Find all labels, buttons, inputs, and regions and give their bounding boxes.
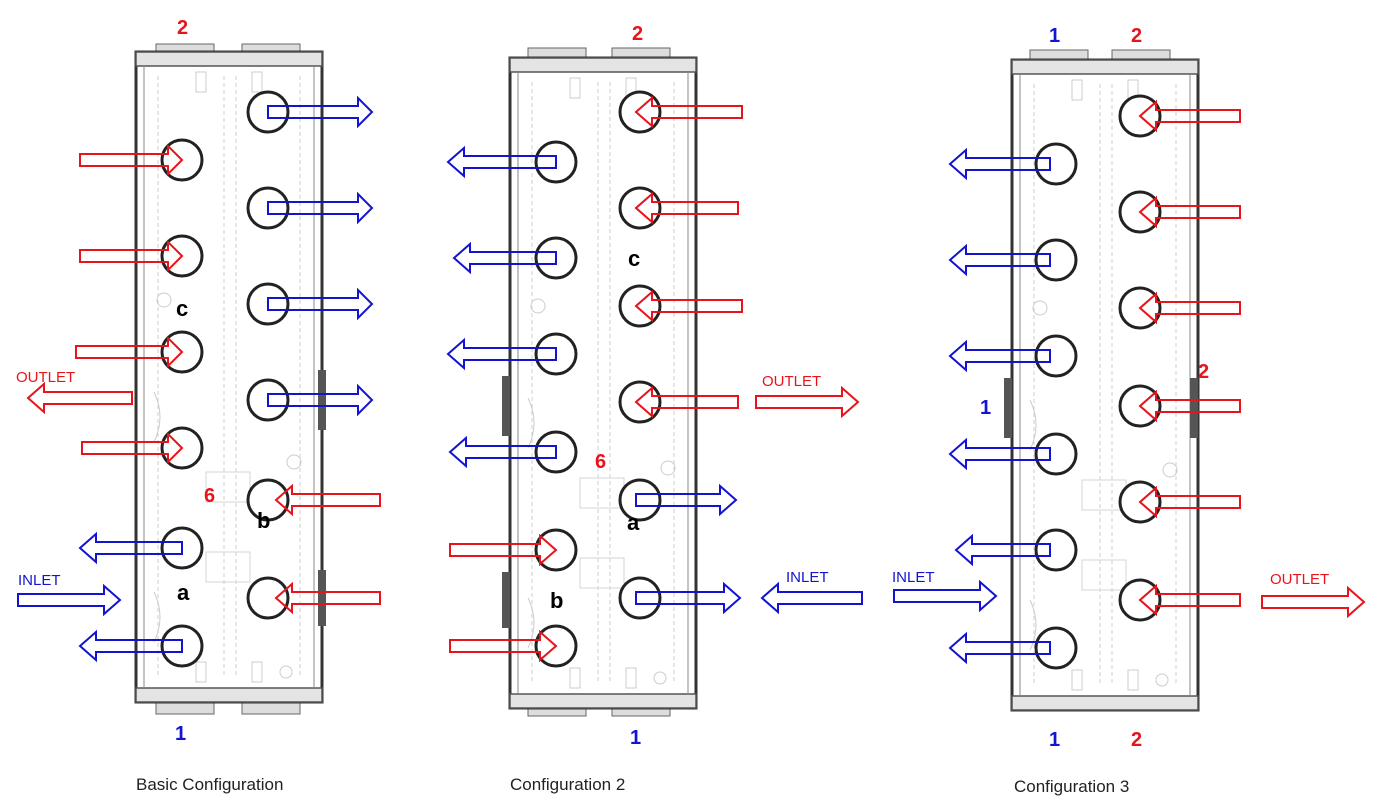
port-label-1-bottom-config2: 1 xyxy=(630,727,641,749)
port-label-1-side-config3: 1 xyxy=(980,397,991,419)
port-label-1-top-config3: 1 xyxy=(1049,25,1060,47)
section-c-config2: c xyxy=(628,246,640,271)
unit-basic xyxy=(134,43,326,715)
port-label-2-top-basic: 2 xyxy=(177,17,188,39)
caption-basic: Basic Configuration xyxy=(136,775,283,794)
arrows-config2 xyxy=(446,95,863,663)
port-label-2-bottom-config3: 2 xyxy=(1131,729,1142,751)
port-label-2-top-config3: 2 xyxy=(1131,25,1142,47)
inlet-label-basic: INLET xyxy=(18,572,61,589)
caption-config2: Configuration 2 xyxy=(510,775,625,794)
outlet-label-config2: OUTLET xyxy=(762,373,821,390)
arrows-basic xyxy=(17,95,381,663)
port-label-1-bottom-config3: 1 xyxy=(1049,729,1060,751)
section-a-basic: a xyxy=(177,580,190,605)
port-label-2-side-config3: 2 xyxy=(1198,361,1209,383)
port-label-1-bottom-basic: 1 xyxy=(175,723,186,745)
outlet-label-basic: OUTLET xyxy=(16,369,75,386)
caption-config3: Configuration 3 xyxy=(1014,777,1129,796)
label-6-config2: 6 xyxy=(595,451,606,473)
arrows-config3 xyxy=(893,99,1366,665)
port-label-2-top-config2: 2 xyxy=(632,23,643,45)
label-6-basic: 6 xyxy=(204,485,215,507)
section-b-config2: b xyxy=(550,588,563,613)
section-b-basic: b xyxy=(257,508,270,533)
outlet-label-config3: OUTLET xyxy=(1270,571,1329,588)
inlet-label-config2: INLET xyxy=(786,569,829,586)
section-a-config2: a xyxy=(627,510,640,535)
unit-config2 xyxy=(502,47,698,717)
section-c-basic: c xyxy=(176,296,188,321)
inlet-label-config3: INLET xyxy=(892,569,935,586)
unit-config3 xyxy=(1004,49,1200,712)
